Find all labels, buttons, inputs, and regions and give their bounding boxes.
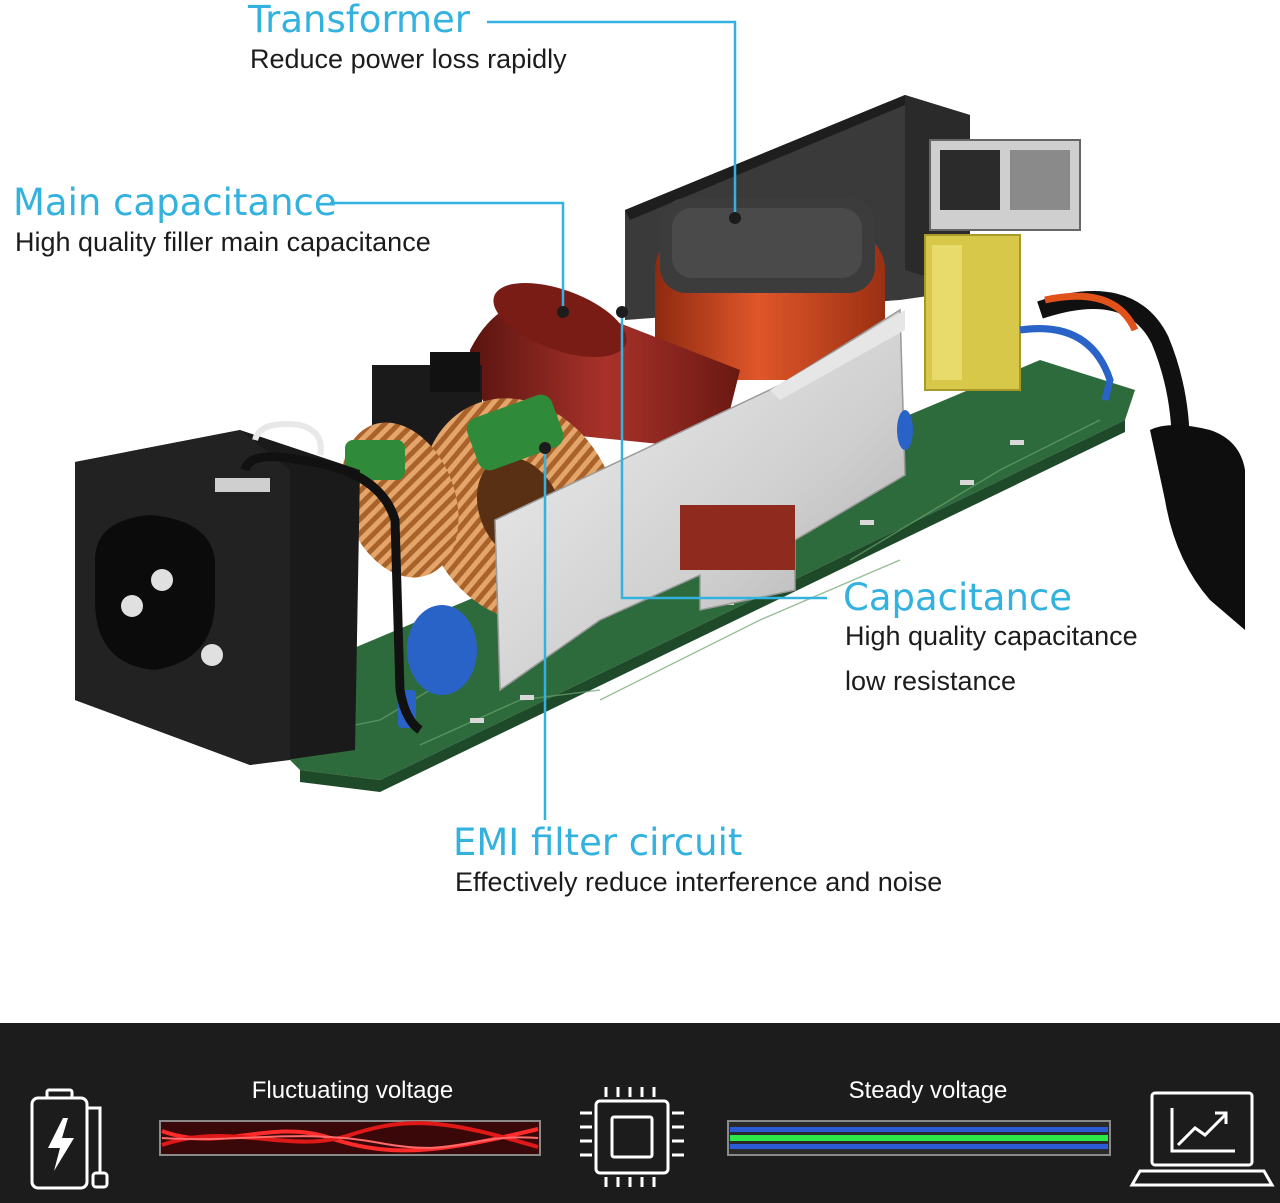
callout-lines (330, 20, 827, 820)
capacitance-description-line1: High quality capacitance (845, 621, 1138, 651)
main-capacitance-description: High quality filler main capacitance (15, 227, 431, 257)
capacitance-title: Capacitance (843, 576, 1073, 619)
transformer-title: Transformer (248, 0, 471, 41)
fluctuating-voltage-cable (159, 1120, 541, 1156)
transformer-description: Reduce power loss rapidly (250, 44, 567, 74)
fluctuating-voltage-label: Fluctuating voltage (251, 1077, 454, 1104)
main-capacitance-title: Main capacitance (13, 181, 337, 224)
laptop-chart-icon (1129, 1091, 1275, 1187)
steady-voltage-label: Steady voltage (848, 1077, 1008, 1104)
voltage-comparison-bar: Fluctuating voltage Steady voltage (0, 1023, 1280, 1203)
capacitance-description-line2: low resistance (845, 666, 1017, 696)
battery-charging-icon (30, 1088, 109, 1190)
circuit-board-illustration (75, 20, 1245, 820)
emi-filter-title: EMI filter circuit (453, 821, 743, 864)
chip-icon (580, 1087, 684, 1187)
voltage-bar-graphics (30, 1087, 1275, 1190)
emi-filter-description: Effectively reduce interference and nois… (455, 867, 943, 897)
power-socket (75, 430, 360, 765)
steady-voltage-cable (727, 1120, 1111, 1156)
heat-sink (494, 308, 906, 692)
